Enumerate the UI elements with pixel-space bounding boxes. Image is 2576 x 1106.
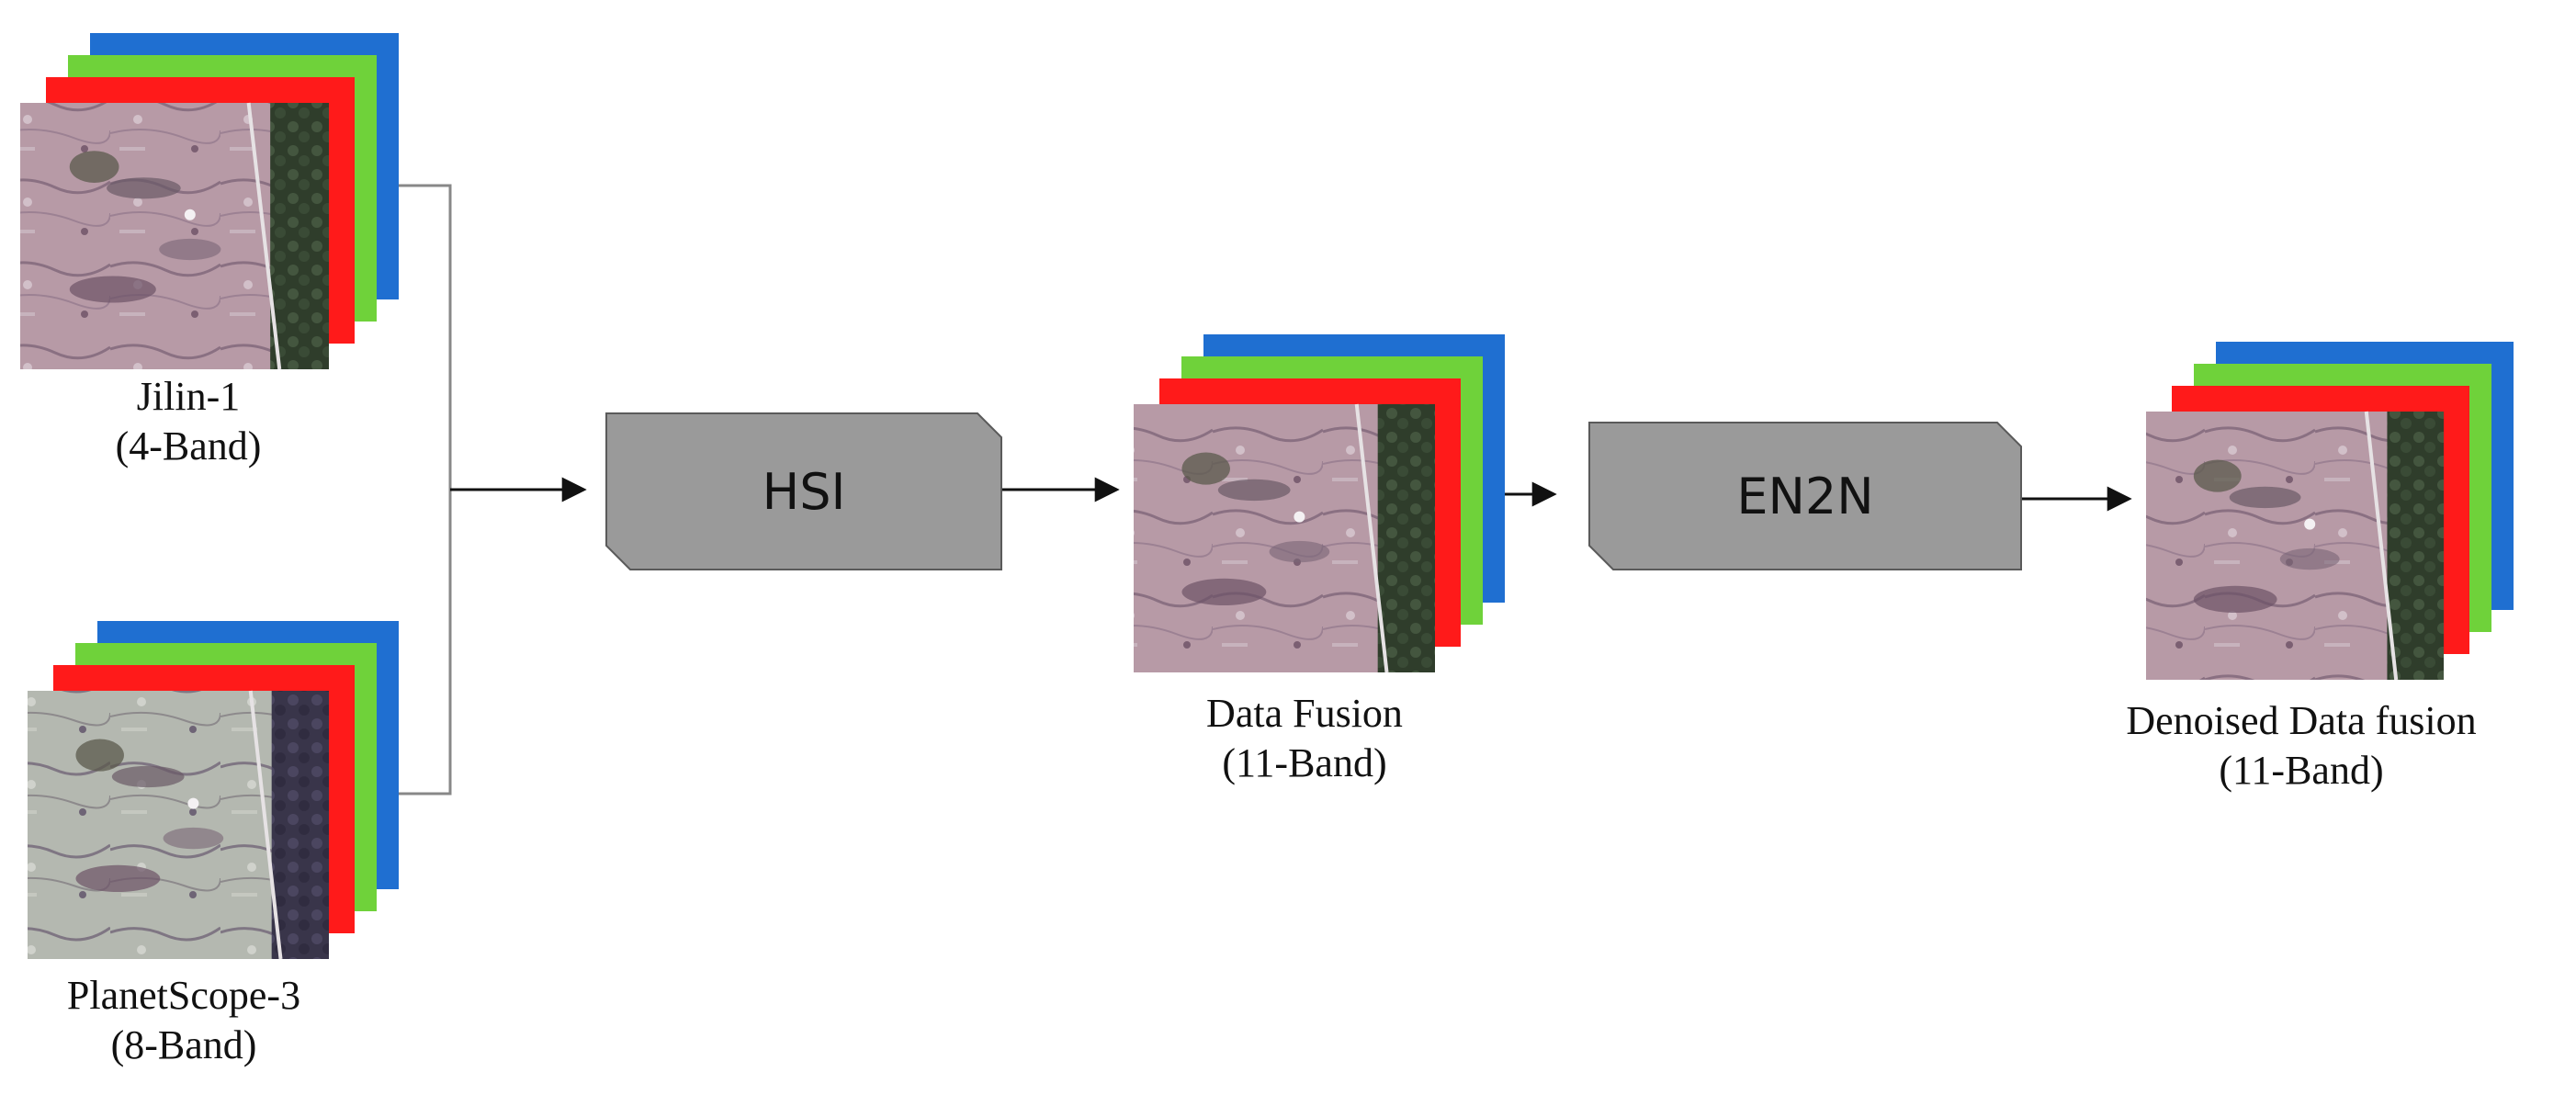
- planetscope-name: PlanetScope-3: [66, 973, 301, 1018]
- jilin-satellite-image: [20, 102, 329, 370]
- en2n-process-box: [1588, 422, 2022, 570]
- jilin-name: Jilin-1: [136, 374, 241, 419]
- data-fusion-bands: (11-Band): [1222, 740, 1387, 785]
- data-fusion-name: Data Fusion: [1206, 691, 1403, 736]
- denoised-name: Denoised Data fusion: [2126, 698, 2477, 743]
- denoised-bands: (11-Band): [2219, 748, 2384, 793]
- planetscope-satellite-image: [28, 690, 329, 960]
- data-fusion-caption: Data Fusion (11-Band): [1130, 689, 1479, 788]
- planetscope-image-stack: [28, 621, 399, 960]
- jilin-bands: (4-Band): [115, 423, 262, 468]
- denoised-caption: Denoised Data fusion (11-Band): [2058, 696, 2545, 796]
- fusion-satellite-image: [1134, 403, 1435, 673]
- jilin-image-stack: [20, 33, 399, 370]
- jilin-caption: Jilin-1 (4-Band): [37, 372, 340, 471]
- hsi-process-box: [605, 412, 1002, 570]
- denoised-image-stack: [2146, 342, 2514, 681]
- planetscope-bands: (8-Band): [110, 1022, 257, 1067]
- process-boxes: [605, 412, 2022, 570]
- planetscope-caption: PlanetScope-3 (8-Band): [9, 971, 358, 1070]
- fusion-image-stack: [1134, 334, 1505, 673]
- image-stacks: [20, 33, 2514, 960]
- denoised-satellite-image: [2146, 411, 2444, 681]
